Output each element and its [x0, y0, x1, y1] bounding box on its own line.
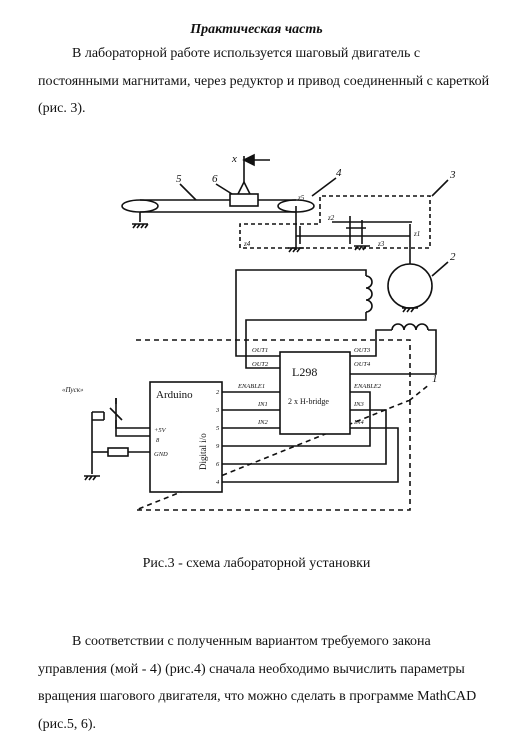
- gear-z5: z5: [297, 194, 305, 202]
- pin-3: 3: [215, 407, 220, 414]
- callout-6: 6: [212, 173, 218, 185]
- pin-2: 2: [216, 389, 220, 396]
- pin-in3: IN3: [353, 401, 365, 408]
- controller-name: Arduino: [156, 389, 193, 401]
- body-paragraph: В соответствии с полученным вариантом тр…: [38, 628, 493, 738]
- pin-in1: IN1: [257, 401, 268, 408]
- intro-paragraph: В лабораторной работе используется шагов…: [38, 40, 493, 123]
- pin-5: 5: [216, 425, 220, 432]
- gear-z2: z2: [327, 214, 335, 222]
- pin-5v: +5V: [154, 427, 167, 434]
- callout-2: 2: [450, 251, 456, 263]
- callout-1: 1: [432, 373, 438, 385]
- arduino-board: [149, 381, 223, 493]
- lab-setup-diagram: 5 6 4 3 2 1 x z5 z2 z1 z3 z4 L298 2 x H-…: [0, 140, 513, 540]
- callout-5: 5: [176, 173, 182, 185]
- start-button-label: «Пуск»: [62, 386, 84, 394]
- gear-z1: z1: [413, 230, 420, 238]
- pin-gnd: GND: [154, 451, 168, 458]
- pin-in4: IN4: [353, 419, 365, 426]
- carriage: [229, 193, 259, 207]
- axis-x-label: x: [231, 153, 237, 165]
- figure-caption: Рис.3 - схема лабораторной установки: [142, 556, 371, 571]
- stepper-motor: [387, 263, 433, 309]
- driver-subtitle: 2 x H-bridge: [288, 397, 329, 406]
- section-heading: Практическая часть: [190, 22, 323, 37]
- pin-6: 6: [216, 461, 220, 468]
- gear-z4: z4: [243, 240, 251, 248]
- motor-coil-a: [365, 275, 373, 313]
- pin-enable2: ENABLE2: [353, 383, 382, 390]
- gear-z3: z3: [377, 240, 385, 248]
- motor-coil-b: [391, 323, 429, 331]
- callout-3: 3: [449, 169, 456, 181]
- pin-4: 4: [216, 479, 220, 486]
- l298-driver: [279, 351, 351, 435]
- gearbox-housing: [239, 195, 431, 249]
- pin-out1: OUT1: [252, 347, 268, 354]
- pin-out2: OUT2: [252, 361, 269, 368]
- pin-out3: OUT3: [354, 347, 371, 354]
- carriage-pointer: [237, 180, 251, 195]
- intro-paragraph-text: В лабораторной работе используется шагов…: [38, 46, 490, 116]
- pin-in2: IN2: [257, 419, 269, 426]
- driver-name: L298: [292, 365, 317, 379]
- pin-8: 8: [156, 437, 160, 444]
- control-unit-enclosure: [135, 339, 431, 511]
- pin-out4: OUT4: [354, 361, 371, 368]
- pin-enable1: ENABLE1: [237, 383, 265, 390]
- belt-pulley-left: [121, 199, 159, 213]
- callout-4: 4: [336, 167, 342, 179]
- diagram-svg: 5 6 4 3 2 1 x z5 z2 z1 z3 z4 L298 2 x H-…: [62, 153, 456, 511]
- pin-9: 9: [216, 443, 220, 450]
- resistor: [107, 447, 129, 457]
- body-paragraph-text: В соответствии с полученным вариантом тр…: [38, 634, 477, 732]
- document-page: Практическая часть В лабораторной работе…: [0, 22, 513, 732]
- controller-side-label: Digital i/o: [198, 433, 208, 470]
